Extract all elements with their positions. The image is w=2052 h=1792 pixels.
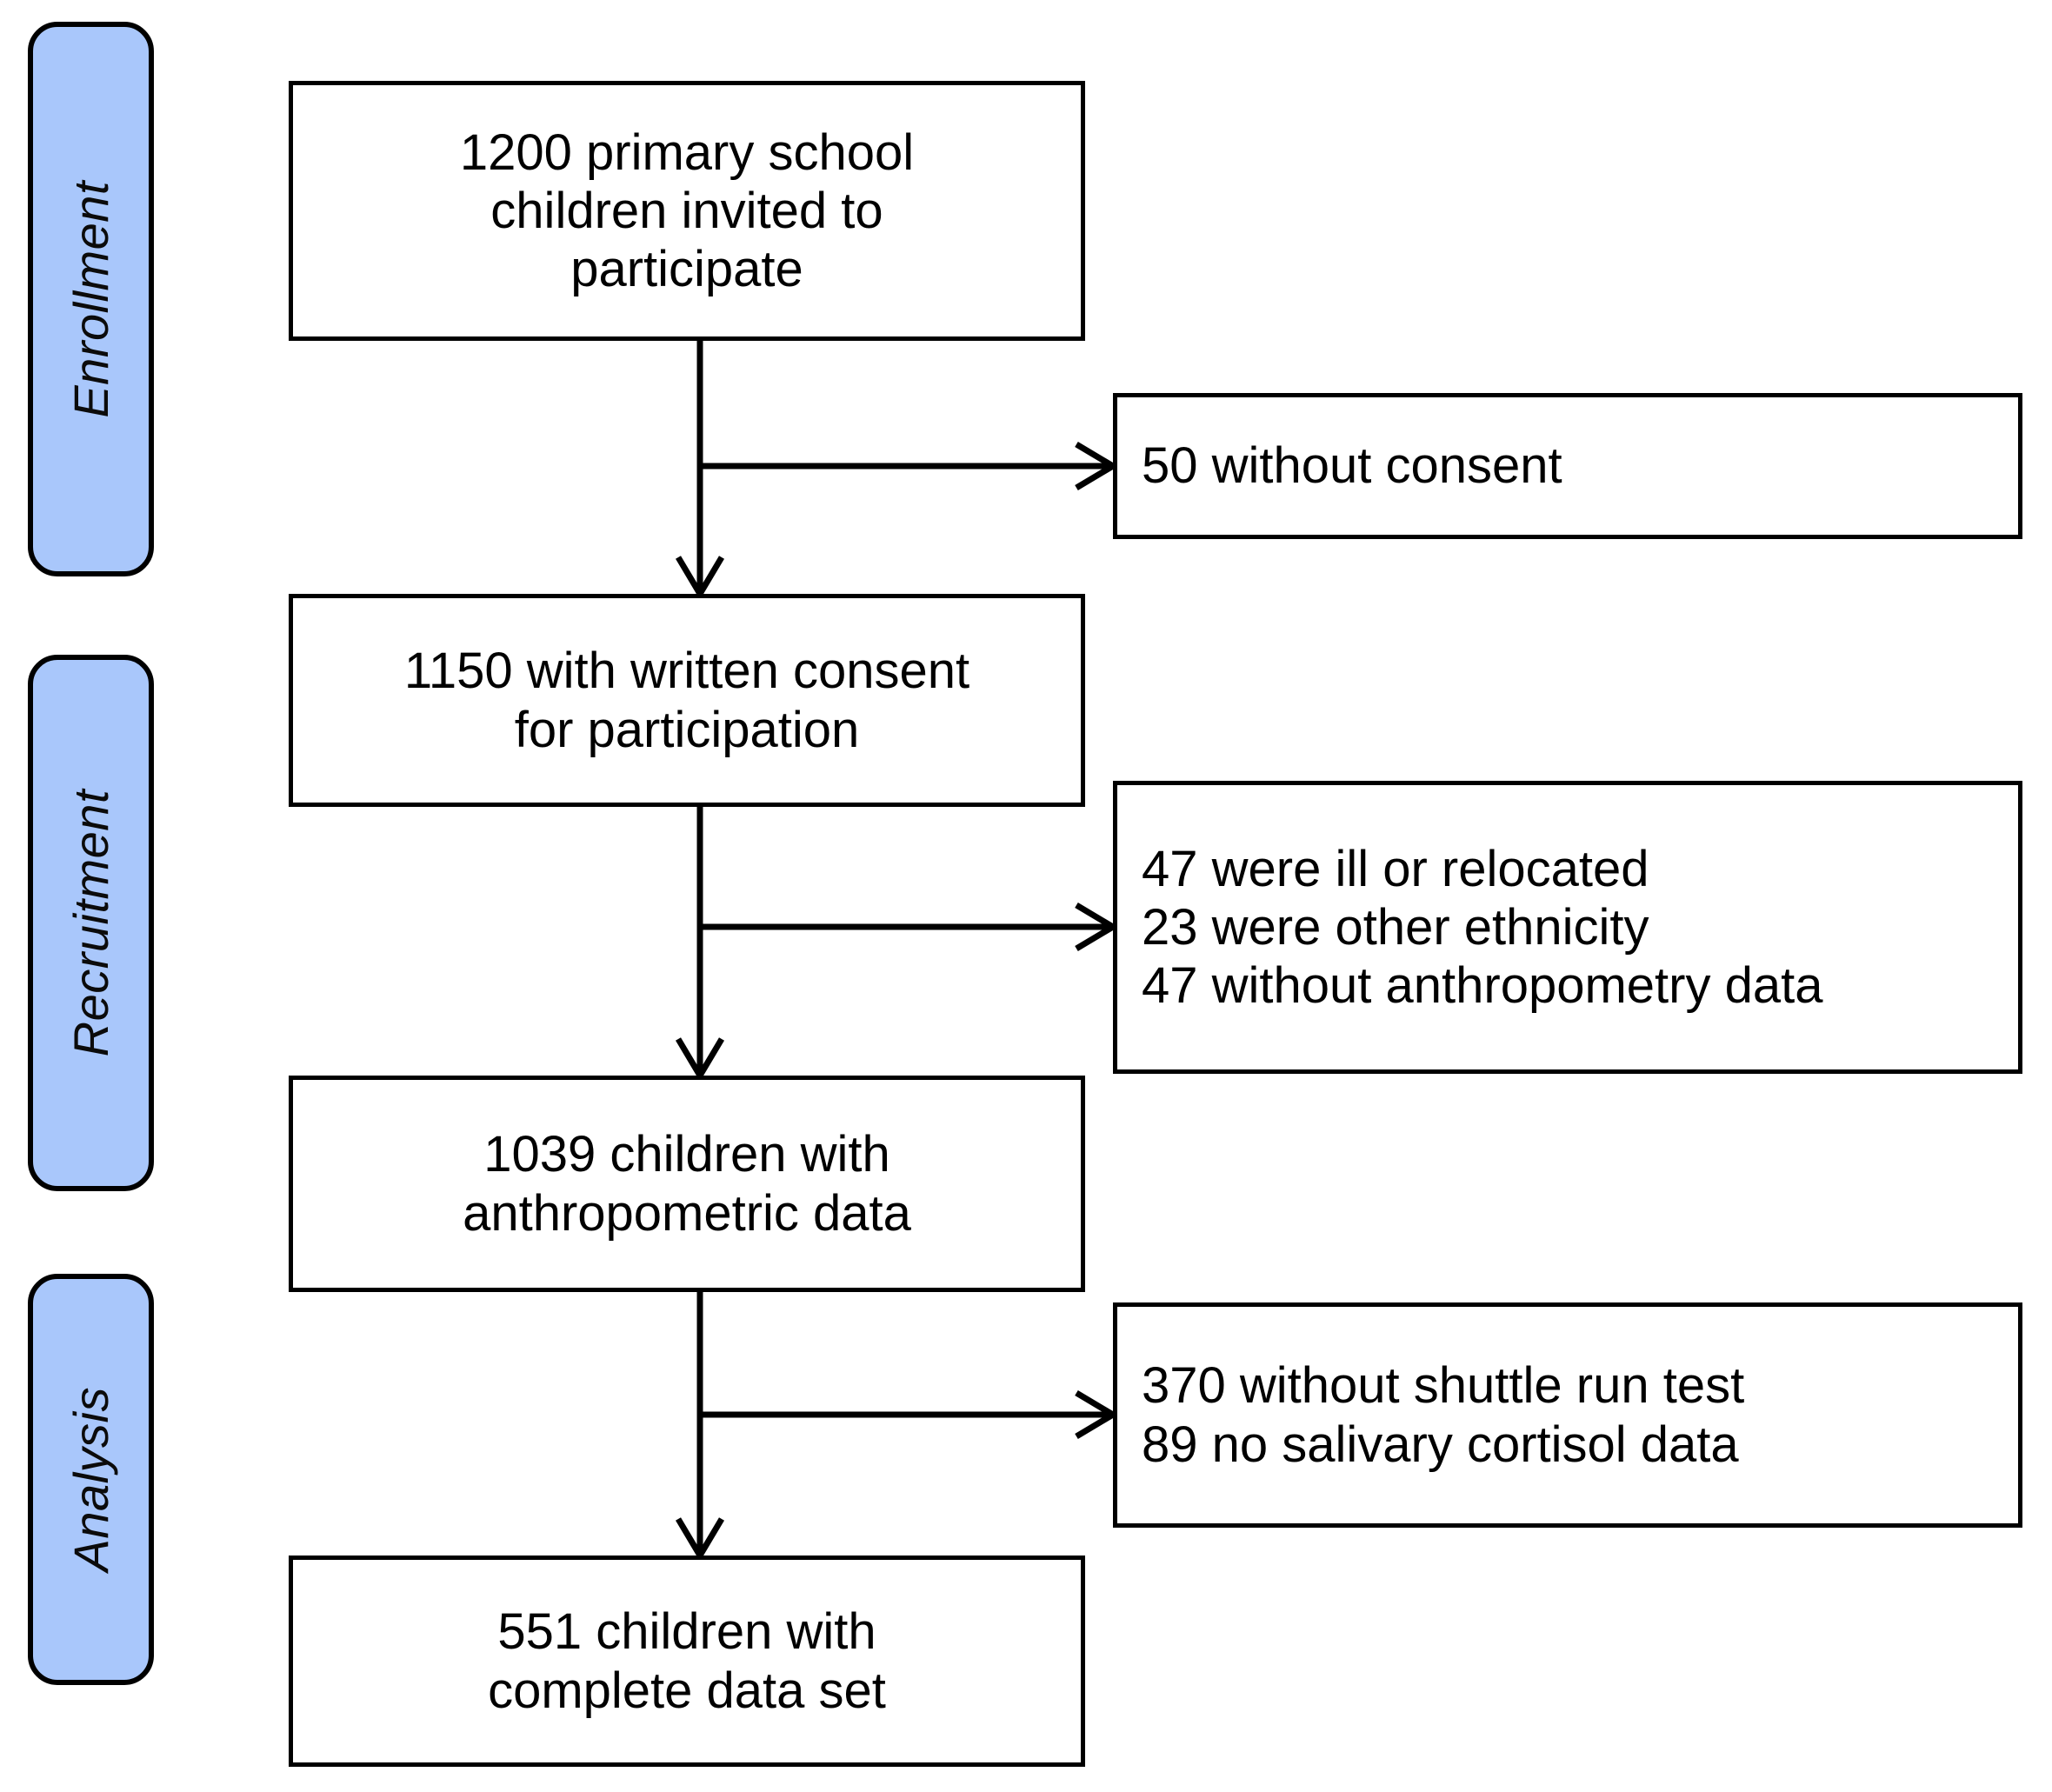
flow-box-excluded-analysis-text: 370 without shuttle run test 89 no saliv… bbox=[1142, 1357, 1745, 1473]
branch-excluded-analysis-arrowhead bbox=[1075, 1389, 1119, 1440]
flow-box-consented-text: 1150 with written consent for participat… bbox=[403, 643, 970, 758]
stage-label-analysis: Analysis bbox=[63, 1387, 118, 1572]
flow-box-complete-text: 551 children with complete data set bbox=[488, 1603, 886, 1719]
stage-pill-recruitment: Recruitment bbox=[28, 655, 154, 1191]
stage-label-recruitment: Recruitment bbox=[63, 789, 118, 1057]
flow-box-anthropometric-text: 1039 children with anthropometric data bbox=[463, 1126, 911, 1242]
flow-box-invited: 1200 primary school children invited to … bbox=[289, 81, 1085, 341]
flow-box-excluded-recruitment: 47 were ill or relocated 23 were other e… bbox=[1113, 781, 2022, 1074]
flow-box-complete: 551 children with complete data set bbox=[289, 1556, 1085, 1767]
flow-box-no-consent: 50 without consent bbox=[1113, 393, 2022, 539]
flow-box-excluded-analysis: 370 without shuttle run test 89 no saliv… bbox=[1113, 1302, 2022, 1528]
stage-pill-enrollment: Enrollment bbox=[28, 22, 154, 576]
branch-no-consent-arrowhead bbox=[1075, 441, 1119, 491]
anthropometric-to-complete-arrowhead bbox=[675, 1517, 725, 1562]
consented-to-anthropometric-arrowhead bbox=[675, 1037, 725, 1082]
flow-box-anthropometric: 1039 children with anthropometric data bbox=[289, 1076, 1085, 1292]
flow-box-consented: 1150 with written consent for participat… bbox=[289, 594, 1085, 807]
flow-box-excluded-recruitment-text: 47 were ill or relocated 23 were other e… bbox=[1142, 840, 1823, 1015]
flow-box-no-consent-text: 50 without consent bbox=[1142, 437, 1562, 495]
invited-to-consented-arrowhead bbox=[675, 556, 725, 600]
branch-excluded-recruitment-arrowhead bbox=[1075, 902, 1119, 952]
flow-box-invited-text: 1200 primary school children invited to … bbox=[459, 123, 915, 298]
stage-label-enrollment: Enrollment bbox=[63, 180, 118, 418]
stage-pill-analysis: Analysis bbox=[28, 1274, 154, 1685]
